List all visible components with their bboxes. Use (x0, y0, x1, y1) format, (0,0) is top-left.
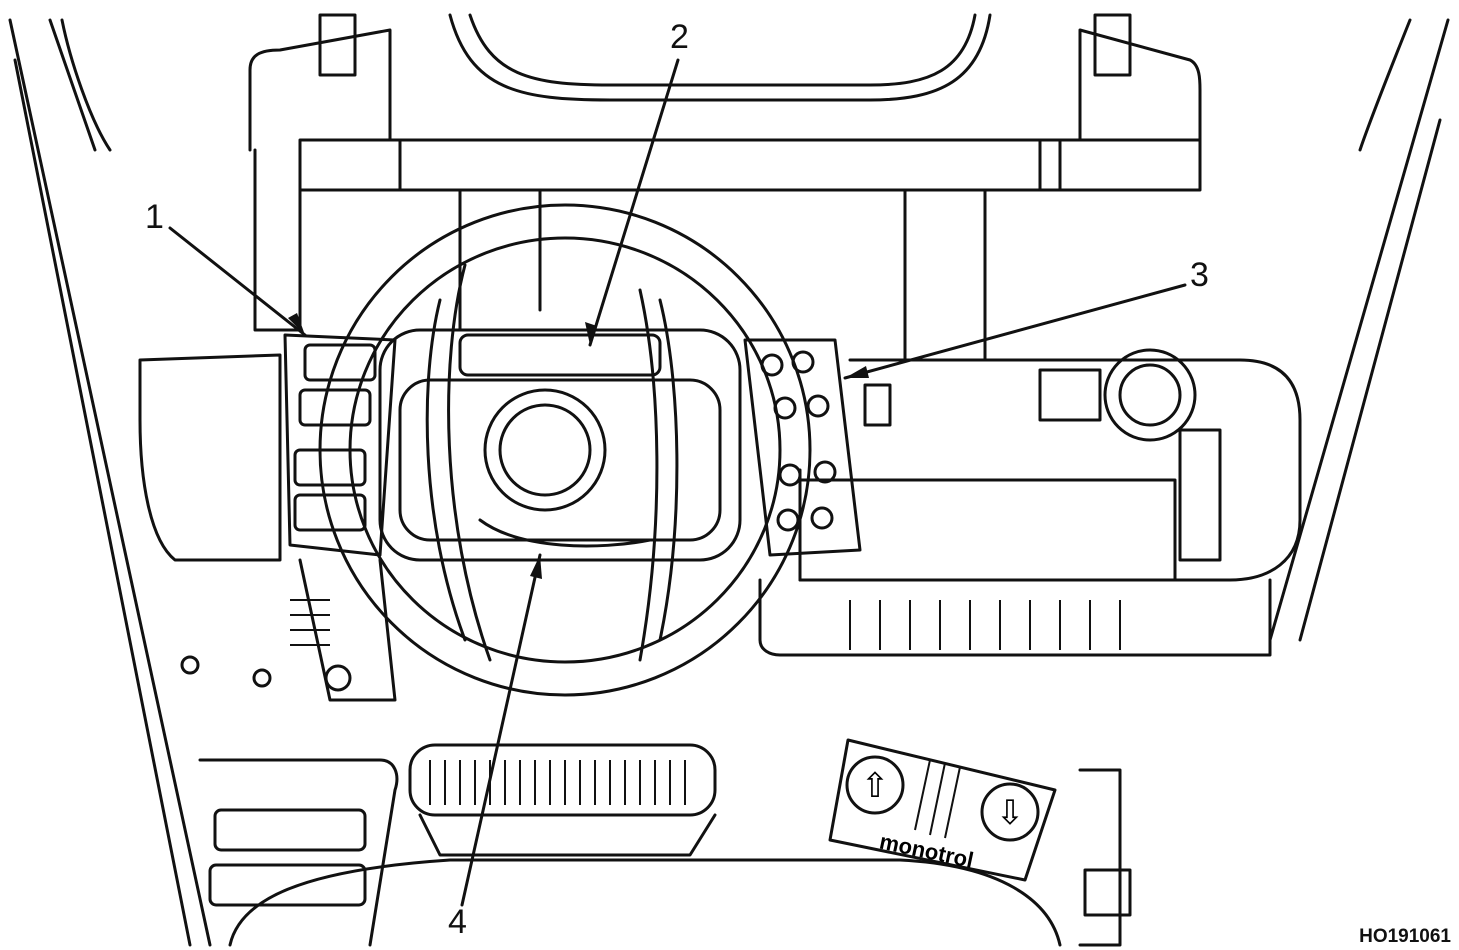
dashboard-console (138, 348, 1302, 657)
leader-line-1 (168, 226, 307, 337)
rocker-switch (293, 493, 367, 532)
leader-line-3 (843, 283, 1187, 380)
right-button-pod (743, 338, 862, 557)
down-arrow-icon: ⇩ (996, 793, 1025, 833)
leader-line-4 (460, 553, 542, 907)
pedal-brand-text: monotrol (877, 829, 975, 873)
steering-wheel (318, 203, 812, 697)
mast-frame (248, 13, 1202, 362)
operator-seat (198, 758, 1132, 947)
left-cab-pillar (8, 18, 212, 947)
display-panel (378, 328, 742, 562)
right-cab-pillar (1268, 18, 1450, 642)
leader-line-2 (588, 58, 680, 347)
rocker-switch (298, 388, 372, 427)
figure-code: HO191061 (1359, 926, 1451, 947)
up-arrow-icon: ⇧ (861, 766, 890, 806)
callout-2: 2 (670, 18, 689, 56)
accelerator-pedal (408, 743, 717, 857)
rocker-switch (293, 448, 367, 487)
rocker-switch (303, 343, 377, 382)
callout-1: 1 (145, 198, 164, 236)
steering-column (180, 558, 397, 702)
callout-leader-lines (168, 58, 1187, 907)
left-switch-pod (283, 333, 397, 557)
callout-4: 4 (448, 903, 467, 941)
callout-3: 3 (1190, 256, 1209, 294)
